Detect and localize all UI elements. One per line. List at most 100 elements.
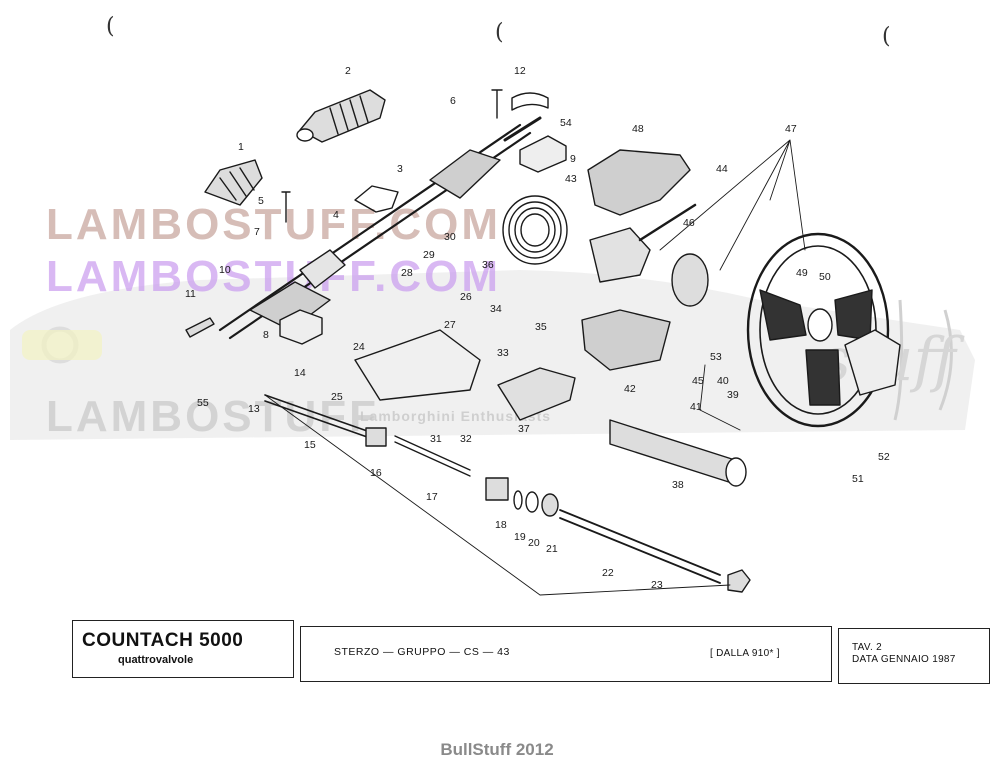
part-46-switch — [589, 227, 651, 283]
part-number-24: 24 — [353, 341, 365, 353]
part-number-19: 19 — [514, 531, 526, 543]
part-44-shroud — [587, 149, 691, 216]
part-45-shroud — [581, 309, 671, 371]
part-2-boot — [296, 89, 386, 143]
part-37-motor — [497, 367, 576, 421]
model-subtitle: quattrovalvole — [118, 654, 194, 666]
part-number-16: 16 — [370, 467, 382, 479]
part-number-45: 45 — [692, 375, 704, 387]
part-number-2: 2 — [345, 65, 351, 77]
part-20-washer — [525, 491, 539, 513]
part-50-hub — [671, 253, 709, 307]
part-number-50: 50 — [819, 271, 831, 283]
watermark-line-4: Lamborghini Enthusiasts — [360, 408, 552, 424]
part-number-15: 15 — [304, 439, 316, 451]
leader-lines — [264, 139, 806, 596]
part-5-bolt — [281, 191, 291, 223]
part-number-55: 55 — [197, 397, 209, 409]
title-block-table — [838, 628, 990, 684]
binder-mark-center: ( — [495, 20, 504, 45]
part-number-41: 41 — [690, 401, 702, 413]
part-number-42: 42 — [624, 383, 636, 395]
part-8-mount — [279, 309, 323, 345]
part-number-9: 9 — [570, 153, 576, 165]
part-number-32: 32 — [460, 433, 472, 445]
serial-range: [ DALLA 910* ] — [710, 648, 780, 659]
part-number-54: 54 — [560, 117, 572, 129]
steering-exploded-view: 1234567891011121314151617181920212223242… — [185, 65, 901, 596]
part-54-clamp — [511, 92, 549, 111]
part-number-48: 48 — [632, 123, 644, 135]
part-number-31: 31 — [430, 433, 442, 445]
part-number-39: 39 — [727, 389, 739, 401]
part-23-nut — [727, 569, 751, 593]
table-number: TAV. 2 — [852, 642, 882, 653]
part-19-washer — [513, 490, 523, 510]
part-number-1: 1 — [238, 141, 244, 153]
part-22-shaft — [559, 509, 721, 584]
part-number-49: 49 — [796, 267, 808, 279]
part-number-20: 20 — [528, 537, 540, 549]
part-number-44: 44 — [716, 163, 728, 175]
part-number-38: 38 — [672, 479, 684, 491]
part-43-clock-spring — [502, 195, 568, 265]
part-number-37: 37 — [518, 423, 530, 435]
part-6-bolt — [491, 89, 503, 119]
title-block-model — [72, 620, 294, 678]
part-38-column-housing — [609, 419, 747, 487]
part-number-46: 46 — [683, 217, 695, 229]
part-number-33: 33 — [497, 347, 509, 359]
part-21-bushing — [541, 493, 559, 517]
part-number-6: 6 — [450, 95, 456, 107]
part-number-25: 25 — [331, 391, 343, 403]
watermark-line-2: LAMBOSTUFF.COM — [46, 252, 502, 301]
part-number-12: 12 — [514, 65, 526, 77]
part-number-26: 26 — [460, 291, 472, 303]
part-number-3: 3 — [397, 163, 403, 175]
title-block-group — [300, 626, 832, 682]
watermark-line-3: LAMBOSTUFF — [46, 392, 380, 441]
part-number-35: 35 — [535, 321, 547, 333]
binder-mark-left: ( — [106, 14, 115, 39]
part-number-36: 36 — [482, 259, 494, 271]
part-number-23: 23 — [651, 579, 663, 591]
part-number-13: 13 — [248, 403, 260, 415]
part-number-8: 8 — [263, 329, 269, 341]
part-number-34: 34 — [490, 303, 502, 315]
part-15-shaft — [264, 394, 371, 439]
part-number-10: 10 — [219, 264, 231, 276]
part-9-clamp — [519, 135, 567, 173]
part-51-horn-pad — [844, 329, 901, 396]
part-number-52: 52 — [878, 451, 890, 463]
table-date: DATA GENNAIO 1987 — [852, 654, 956, 665]
binder-mark-right: ( — [882, 24, 891, 49]
part-number-47: 47 — [785, 123, 797, 135]
part-18-joint — [485, 477, 509, 501]
part-number-4: 4 — [333, 209, 339, 221]
part-number-17: 17 — [426, 491, 438, 503]
part-1-boot — [204, 159, 263, 206]
part-number-30: 30 — [444, 231, 456, 243]
watermark-line-1: LAMBOSTUFF.COM — [46, 200, 502, 249]
part-number-7: 7 — [254, 226, 260, 238]
part-number-22: 22 — [602, 567, 614, 579]
model-title: COUNTACH 5000 — [82, 630, 244, 651]
part-number-27: 27 — [444, 319, 456, 331]
part-number-5: 5 — [258, 195, 264, 207]
part-16-joint — [365, 427, 387, 447]
part-24-bracket — [354, 329, 481, 401]
footer-credit: BullStuff 2012 — [440, 740, 554, 759]
part-number-43: 43 — [565, 173, 577, 185]
part-number-11: 11 — [185, 288, 196, 300]
group-label: STERZO — GRUPPO — CS — 43 — [334, 646, 510, 658]
part-number-40: 40 — [717, 375, 729, 387]
part-number-51: 51 — [852, 473, 864, 485]
part-3-bracket — [354, 185, 399, 213]
part-4-steering-rack — [218, 116, 542, 340]
part-number-14: 14 — [294, 367, 306, 379]
part-number-21: 21 — [546, 543, 558, 555]
part-number-28: 28 — [401, 267, 413, 279]
part-11-tie-rod — [185, 317, 215, 338]
